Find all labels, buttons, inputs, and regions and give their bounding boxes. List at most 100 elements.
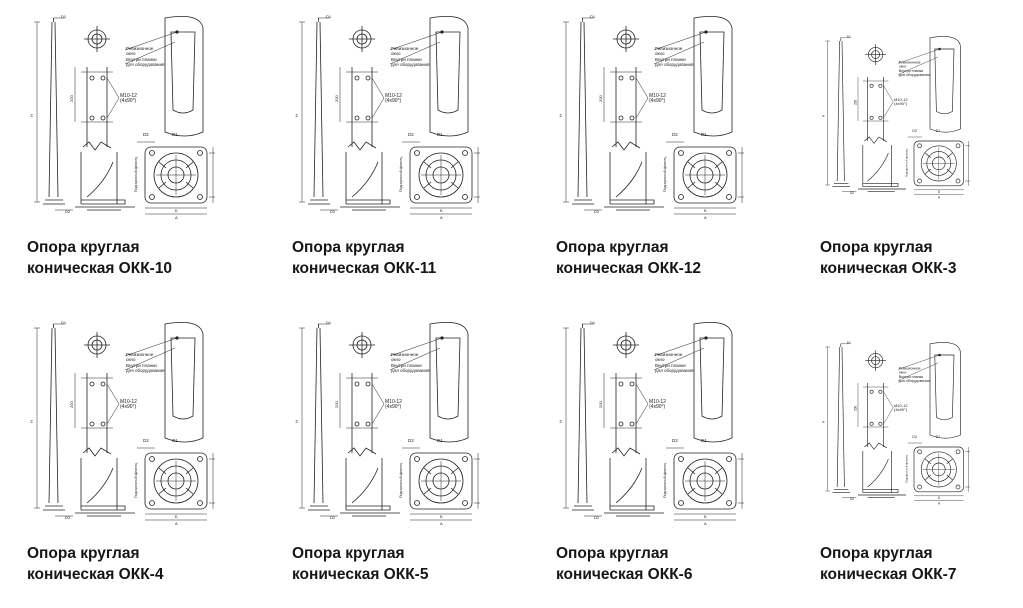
technical-drawing-image: Ревизионное окно Внутри планки для обору… <box>294 320 480 526</box>
product-title-line2: коническая ОКК-6 <box>556 566 693 583</box>
svg-text:D1: D1 <box>61 14 67 19</box>
product-card-okk-3[interactable]: Ревизионное окно Внутри планки для обору… <box>818 12 1023 302</box>
product-title-line1: Опора круглая <box>27 545 140 562</box>
svg-text:D2: D2 <box>408 438 414 443</box>
product-title[interactable]: Опора круглая коническая ОКК-6 <box>556 543 796 585</box>
label-plank: Внутри планки <box>899 69 923 73</box>
product-title-line1: Опора круглая <box>820 239 933 256</box>
svg-text:Б: Б <box>938 190 940 194</box>
technical-drawing-image: Ревизионное окно Внутри планки для обору… <box>558 320 744 526</box>
product-card-okk-10[interactable]: Ревизионное окно Внутри планки для обору… <box>25 12 275 302</box>
svg-text:A: A <box>175 521 178 526</box>
svg-text:H: H <box>821 114 825 117</box>
label-revision: Ревизионное <box>899 366 921 370</box>
product-title[interactable]: Опора круглая коническая ОКК-11 <box>292 237 532 279</box>
svg-text:D1: D1 <box>172 438 178 443</box>
technical-drawing-image: Ревизионное окно Внутри планки для обору… <box>294 14 480 220</box>
product-card-okk-7[interactable]: Ревизионное окно Внутри планки для обору… <box>818 318 1023 608</box>
product-title[interactable]: Опора круглая коническая ОКК-7 <box>820 543 1023 585</box>
svg-text:(4х90°): (4х90°) <box>649 404 666 410</box>
product-title[interactable]: Опора круглая коническая ОКК-12 <box>556 237 796 279</box>
svg-text:D2: D2 <box>65 209 71 214</box>
drawing-lines <box>34 15 215 215</box>
svg-text:окно: окно <box>126 51 136 56</box>
svg-text:окно: окно <box>899 64 907 68</box>
product-title[interactable]: Опора круглая коническая ОКК-5 <box>292 543 532 585</box>
svg-text:D1: D1 <box>701 132 707 137</box>
svg-text:для оборудования: для оборудования <box>899 379 930 383</box>
product-card-okk-4[interactable]: Ревизионное окно Внутри планки для обору… <box>25 318 275 608</box>
svg-text:D2: D2 <box>672 438 678 443</box>
svg-text:для оборудования: для оборудования <box>655 62 694 67</box>
svg-text:200: 200 <box>334 401 339 408</box>
svg-text:Б: Б <box>440 514 443 519</box>
svg-text:A: A <box>175 215 178 220</box>
product-title[interactable]: Опора круглая коническая ОКК-10 <box>27 237 267 279</box>
technical-drawing-image: Ревизионное окно Внутри планки для обору… <box>821 341 970 506</box>
svg-text:окно: окно <box>391 51 401 56</box>
svg-text:D1: D1 <box>847 35 851 39</box>
svg-text:D1: D1 <box>590 14 596 19</box>
label-bolt: М10-12 <box>894 97 908 102</box>
svg-text:200: 200 <box>69 95 74 102</box>
drawing-lines <box>563 15 744 215</box>
product-card-okk-5[interactable]: Ревизионное окно Внутри планки для обору… <box>290 318 540 608</box>
product-title-line1: Опора круглая <box>556 239 669 256</box>
svg-text:D2: D2 <box>594 515 600 520</box>
svg-text:A: A <box>704 521 707 526</box>
svg-text:D1: D1 <box>936 435 941 439</box>
product-card-okk-6[interactable]: Ревизионное окно Внутри планки для обору… <box>554 318 804 608</box>
technical-drawing-image: Ревизионное окно Внутри планки для обору… <box>29 14 215 220</box>
svg-text:(4х90°): (4х90°) <box>385 404 402 410</box>
svg-text:D2: D2 <box>672 132 678 137</box>
svg-text:окно: окно <box>899 370 907 374</box>
svg-text:D1: D1 <box>847 341 851 345</box>
svg-text:окно: окно <box>655 51 665 56</box>
svg-text:для оборудования: для оборудования <box>655 368 694 373</box>
product-title-line1: Опора круглая <box>292 239 405 256</box>
label-bolt: М10-12 <box>120 93 137 99</box>
drawing-lines <box>299 321 480 521</box>
product-card-okk-11[interactable]: Ревизионное окно Внутри планки для обору… <box>290 12 540 302</box>
product-title[interactable]: Опора круглая коническая ОКК-3 <box>820 237 1023 279</box>
product-title-line2: коническая ОКК-10 <box>27 260 173 277</box>
svg-text:H: H <box>558 420 563 423</box>
drawing-lines <box>299 15 480 215</box>
svg-text:A: A <box>704 215 707 220</box>
product-card-okk-12[interactable]: Ревизионное окно Внутри планки для обору… <box>554 12 804 302</box>
svg-text:D1: D1 <box>326 14 332 19</box>
product-title-line2: коническая ОКК-3 <box>820 260 957 277</box>
product-title[interactable]: Опора круглая коническая ОКК-4 <box>27 543 267 585</box>
product-title-line2: коническая ОКК-4 <box>27 566 164 583</box>
label-bolt: М10-12 <box>649 399 666 405</box>
label-bolt: М10-12 <box>649 93 666 99</box>
svg-text:A: A <box>440 521 443 526</box>
svg-text:Подгарочный фланец: Подгарочный фланец <box>399 157 403 192</box>
svg-text:для оборудования: для оборудования <box>126 368 165 373</box>
label-bolt: М10-12 <box>894 403 908 408</box>
svg-text:для оборудования: для оборудования <box>899 73 930 77</box>
svg-text:(4х90°): (4х90°) <box>894 407 908 412</box>
svg-text:Б: Б <box>440 208 443 213</box>
svg-text:окно: окно <box>655 357 665 362</box>
svg-text:D2: D2 <box>330 209 336 214</box>
svg-text:(4х90°): (4х90°) <box>120 98 137 104</box>
label-plank: Внутри планки <box>655 363 686 368</box>
svg-text:H: H <box>294 114 299 117</box>
svg-text:D1: D1 <box>437 132 443 137</box>
svg-text:Подгарочный фланец: Подгарочный фланец <box>663 157 667 192</box>
svg-text:D2: D2 <box>65 515 71 520</box>
label-plank: Внутри планки <box>126 363 157 368</box>
product-title-line1: Опора круглая <box>820 545 933 562</box>
svg-text:окно: окно <box>126 357 136 362</box>
product-title-line1: Опора круглая <box>292 545 405 562</box>
label-plank: Внутри планки <box>391 363 422 368</box>
label-bolt: М10-12 <box>120 399 137 405</box>
product-title-line1: Опора круглая <box>556 545 669 562</box>
svg-text:D2: D2 <box>330 515 336 520</box>
svg-text:Б: Б <box>938 496 940 500</box>
svg-text:для оборудования: для оборудования <box>126 62 165 67</box>
drawing-lines <box>825 36 970 195</box>
product-title-line2: коническая ОКК-12 <box>556 260 702 277</box>
